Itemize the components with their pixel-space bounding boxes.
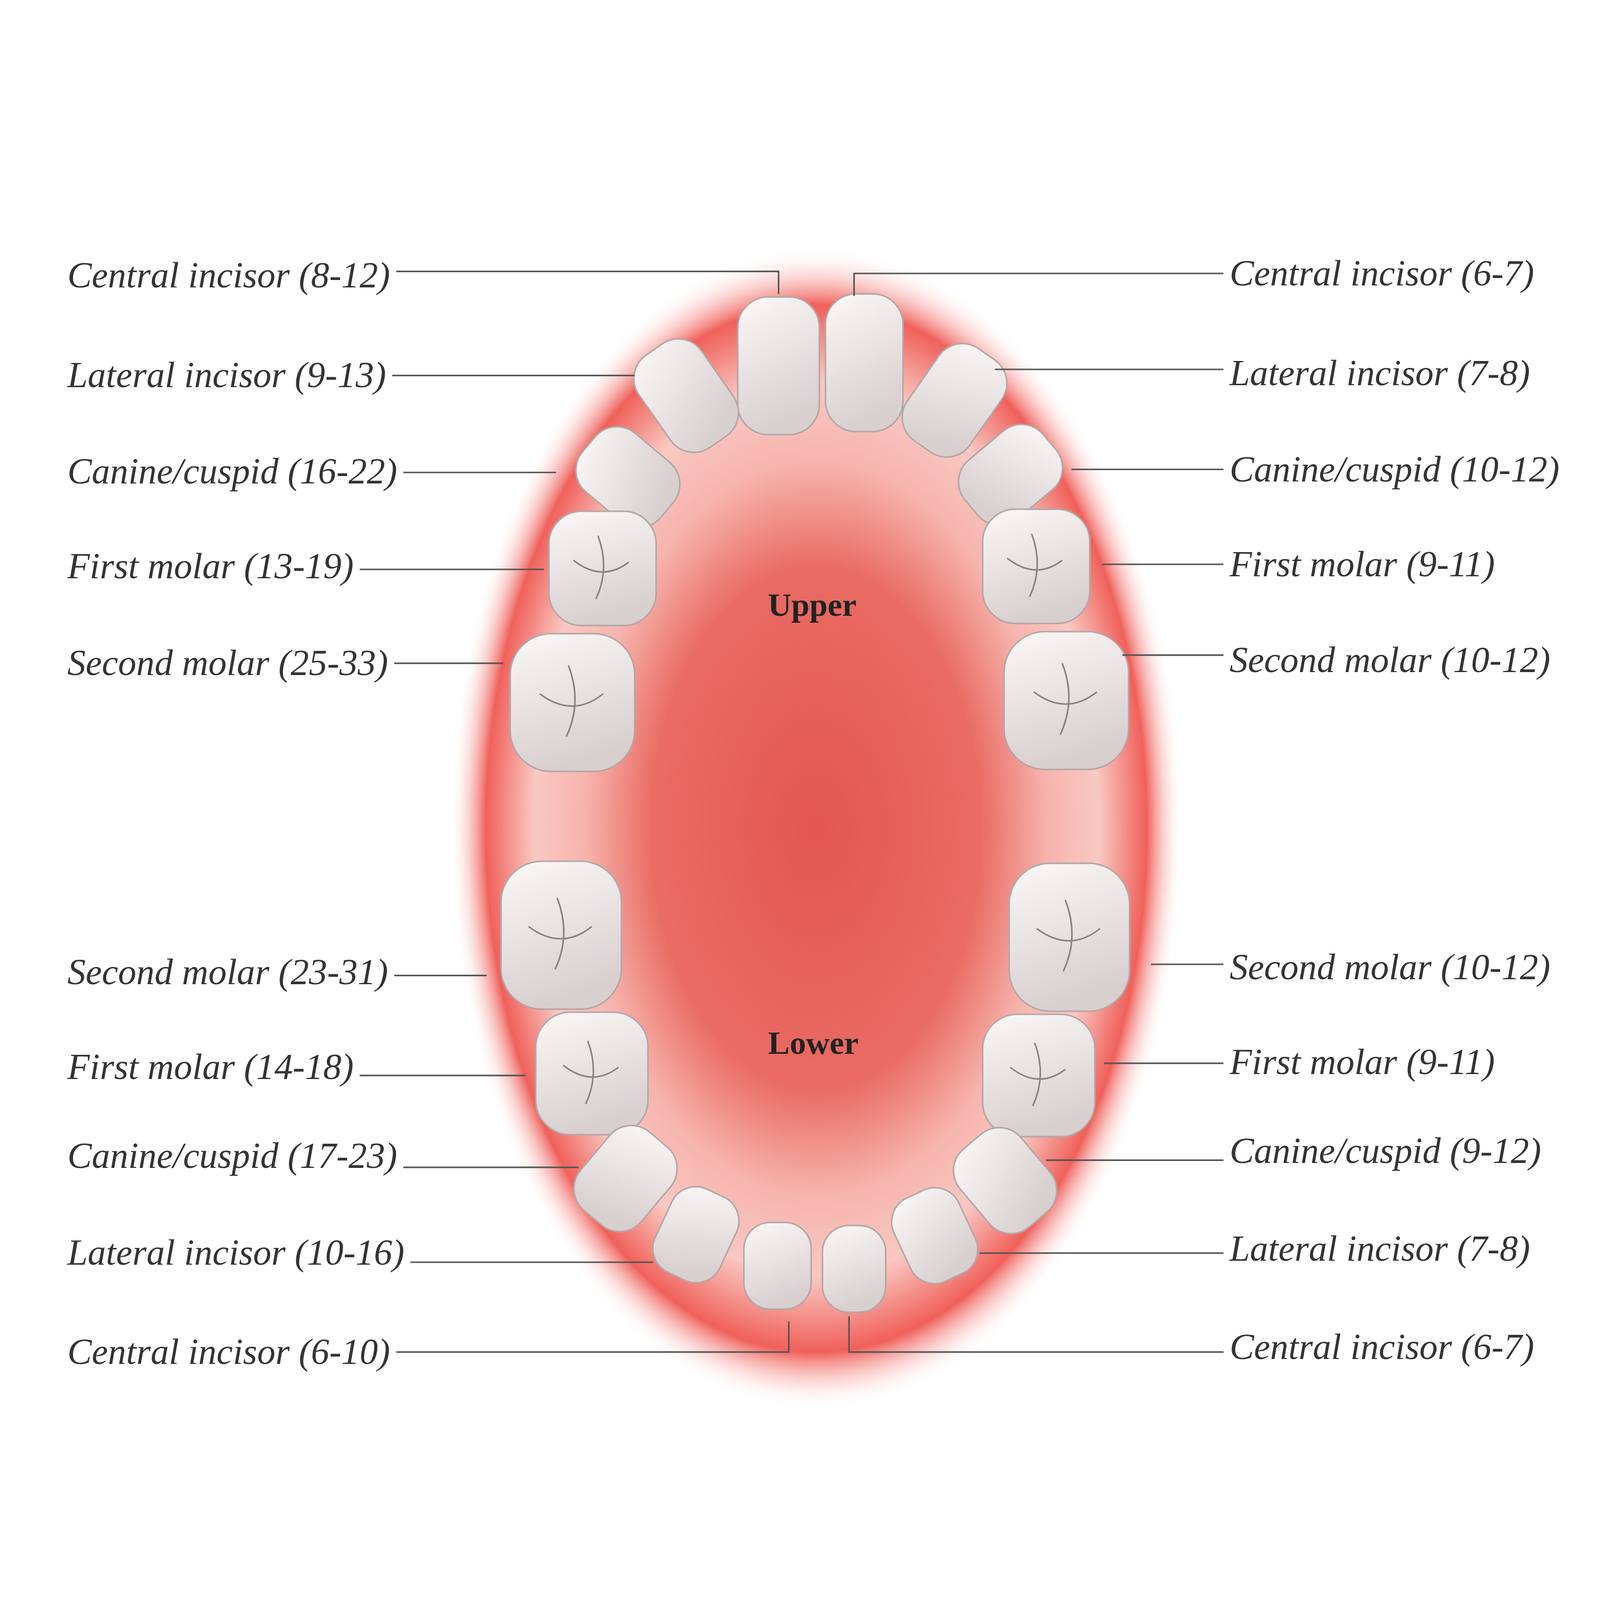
- tooth: [743, 1222, 811, 1310]
- leader-line: [403, 471, 557, 474]
- tooth-label: Canine/cuspid (9-12): [1229, 1129, 1542, 1172]
- tooth-label: Second molar (10-12): [1229, 639, 1551, 681]
- tooth: [982, 1014, 1095, 1137]
- tooth-label: Lateral incisor (9-13): [67, 354, 386, 397]
- tooth: [737, 296, 820, 435]
- tooth-label: Second molar (25-33): [67, 642, 388, 685]
- tooth-label: Lateral incisor (7-8): [1229, 352, 1530, 395]
- leader-line: [1045, 1159, 1224, 1161]
- leader-line: [848, 1316, 1224, 1353]
- tooth: [822, 1225, 886, 1313]
- tooth: [982, 509, 1090, 624]
- leader-line: [392, 374, 635, 377]
- tooth-label: Canine/cuspid (17-23): [67, 1135, 398, 1178]
- tooth: [1003, 631, 1129, 770]
- leader-line: [854, 273, 1224, 296]
- tooth-label: Canine/cuspid (16-22): [67, 450, 398, 493]
- leader-line: [1122, 654, 1224, 656]
- jaw-label: Upper: [767, 586, 857, 624]
- leader-line: [359, 568, 544, 570]
- tooth: [535, 1012, 648, 1135]
- tooth-label: Central incisor (6-7): [1229, 252, 1535, 295]
- tooth: [549, 511, 657, 626]
- leader-line: [410, 1261, 653, 1263]
- leader-line: [1102, 563, 1224, 565]
- tooth: [825, 293, 904, 432]
- leader-line: [396, 1321, 789, 1353]
- tooth-label: First molar (9-11): [1229, 543, 1495, 586]
- tooth-label: First molar (9-11): [1229, 1040, 1495, 1083]
- leader-line: [1071, 468, 1224, 471]
- tooth: [501, 861, 622, 1010]
- leader-line: [1104, 1062, 1224, 1065]
- leader-line: [403, 1166, 579, 1168]
- leader-line: [979, 1252, 1224, 1254]
- tooth: [643, 1177, 748, 1292]
- tooth: [1009, 863, 1130, 1012]
- tooth-label: Second molar (10-12): [1229, 946, 1551, 989]
- tooth-label: Lateral incisor (10-16): [67, 1232, 404, 1275]
- tooth: [882, 1178, 987, 1293]
- tooth-label: Central incisor (8-12): [67, 254, 391, 297]
- tooth-label: Second molar (23-31): [67, 951, 388, 994]
- leader-line: [995, 368, 1224, 370]
- tooth-label: Central incisor (6-7): [1229, 1325, 1535, 1368]
- tooth-label: Lateral incisor (7-8): [1229, 1228, 1530, 1271]
- leader-line: [359, 1074, 526, 1077]
- tooth: [510, 633, 635, 772]
- tooth-label: First molar (14-18): [67, 1046, 354, 1089]
- jaw-label: Lower: [767, 1024, 859, 1062]
- tooth-label: Central incisor (6-10): [67, 1330, 391, 1373]
- leader-line: [396, 271, 779, 294]
- leader-line: [394, 974, 487, 977]
- mouth-ground: [448, 246, 1184, 1411]
- leader-line: [1151, 963, 1224, 965]
- tooth-label: First molar (13-19): [67, 545, 354, 588]
- tooth-label: Canine/cuspid (10-12): [1229, 448, 1560, 491]
- leader-line: [394, 662, 504, 665]
